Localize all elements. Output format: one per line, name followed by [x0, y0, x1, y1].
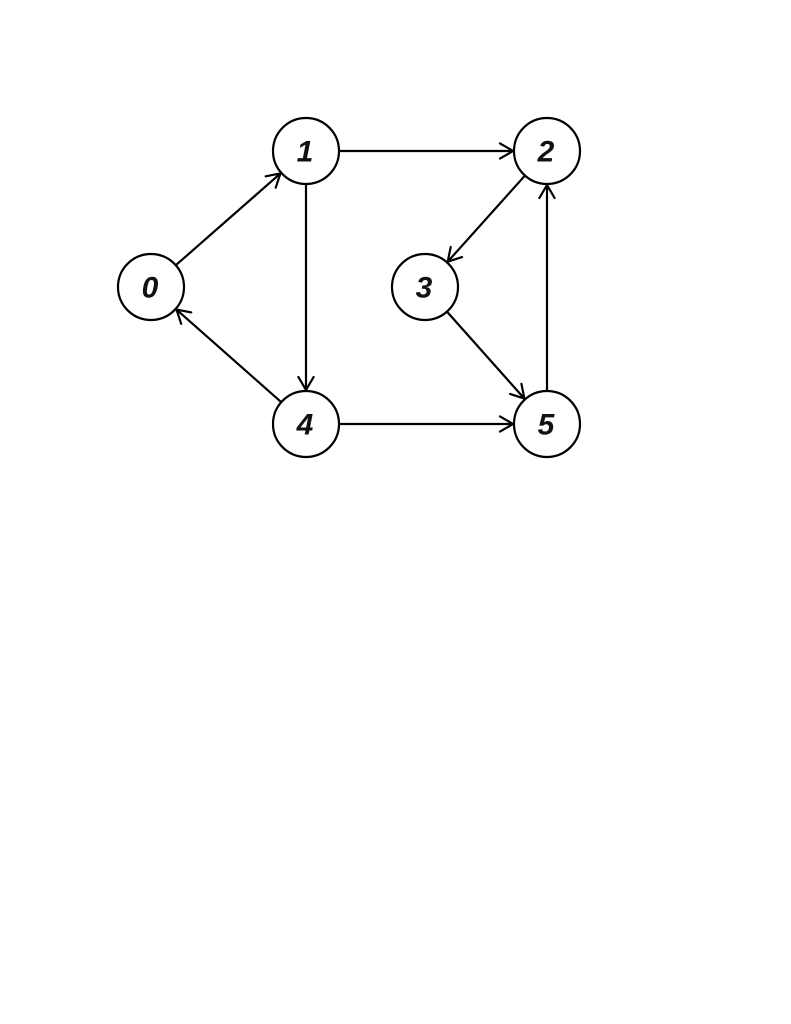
node-label: 3	[416, 272, 433, 305]
edges	[175, 142, 556, 433]
node-circle	[271, 116, 341, 186]
edge-4-to-5	[339, 415, 515, 433]
edge-1-to-4	[297, 184, 315, 392]
node-circle	[116, 252, 186, 322]
node-label: 5	[538, 409, 556, 442]
node-label: 0	[142, 272, 159, 305]
node-1: 1	[271, 116, 341, 186]
edge-line	[175, 172, 282, 267]
edge-line	[175, 308, 283, 403]
node-2: 2	[512, 116, 582, 186]
nodes: 0 1 2 3 4 5	[116, 116, 582, 459]
edge-5-to-2	[538, 183, 556, 391]
edge-4-to-0	[175, 308, 283, 403]
node-label: 4	[296, 409, 314, 442]
edge-line	[446, 174, 526, 263]
node-circle	[271, 389, 341, 459]
edge-1-to-2	[339, 142, 515, 160]
edge-0-to-1	[175, 172, 282, 267]
node-label: 1	[297, 136, 314, 169]
edge-2-to-3	[446, 174, 526, 263]
node-circle	[512, 116, 582, 186]
node-label: 2	[537, 136, 555, 169]
node-5: 5	[512, 389, 582, 459]
node-0: 0	[116, 252, 186, 322]
edge-3-to-5	[446, 310, 526, 400]
node-circle	[512, 389, 582, 459]
edge-line	[446, 310, 526, 400]
node-circle	[390, 252, 460, 322]
node-3: 3	[390, 252, 460, 322]
node-4: 4	[271, 389, 341, 459]
